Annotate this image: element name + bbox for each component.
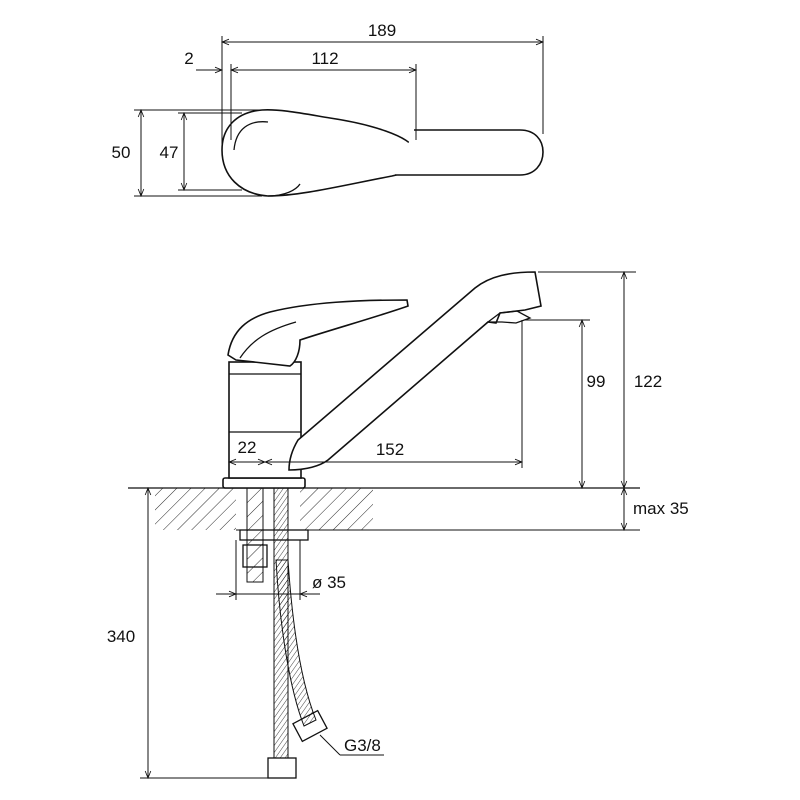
dim-reach: 152 xyxy=(376,440,404,459)
dim-hole-diameter: ø 35 xyxy=(312,573,346,592)
lever xyxy=(227,299,409,367)
dim-width-inner: 47 xyxy=(160,143,179,162)
dim-overall-length: 189 xyxy=(368,21,396,40)
spout xyxy=(288,271,542,471)
dim-offset: 2 xyxy=(184,49,193,68)
mounting-nut xyxy=(242,544,268,568)
mounting-stud xyxy=(246,487,264,583)
lever-edge xyxy=(239,321,297,359)
top-view-base xyxy=(267,183,301,197)
aerator xyxy=(486,310,532,324)
hose-2-nut xyxy=(292,709,328,743)
base-flange xyxy=(222,477,306,489)
top-view-lever xyxy=(221,109,417,197)
label-thread: G3/8 xyxy=(344,736,381,755)
hose-2 xyxy=(275,559,317,727)
top-view-lever-inner xyxy=(233,121,269,151)
dim-height-outlet: 99 xyxy=(587,372,606,391)
faucet-body xyxy=(228,361,302,479)
hose-1-nut xyxy=(267,757,297,779)
side-view: 122 99 max 35 152 22 ø 35 340 G3/8 xyxy=(107,272,689,778)
top-view-spout xyxy=(395,129,544,176)
dim-hose-length: 340 xyxy=(107,627,135,646)
dim-counter-thickness: max 35 xyxy=(633,499,689,518)
top-view: 189 112 2 50 47 xyxy=(112,21,543,196)
dim-base: 22 xyxy=(238,438,257,457)
dim-spout-length: 112 xyxy=(311,49,338,68)
dim-width-outer: 50 xyxy=(112,143,131,162)
dim-height-total: 122 xyxy=(634,372,662,391)
